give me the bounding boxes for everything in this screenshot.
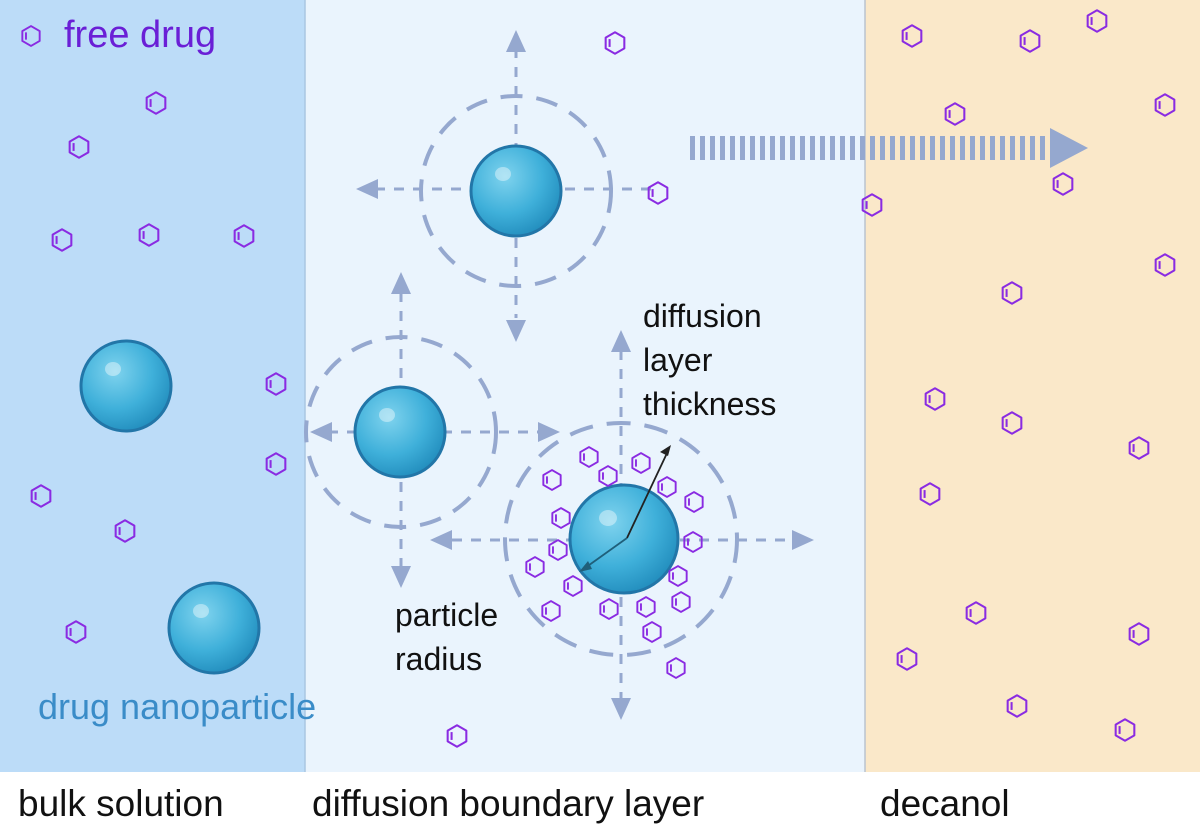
diffusion-layer-thickness-label: diffusion layer thickness xyxy=(643,294,776,426)
nanoparticle-sphere-middle xyxy=(353,385,447,479)
legend-free-drug-label: free drug xyxy=(64,14,217,56)
decanol-region xyxy=(865,0,1200,772)
annotation-line: thickness xyxy=(643,386,777,422)
diffusion-boundary-region xyxy=(305,0,865,772)
decanol-label: decanol xyxy=(880,783,1010,824)
thickness-radius-arrows xyxy=(579,445,671,572)
nanoparticle-sphere-bulk-lower xyxy=(167,581,261,675)
bulk-solution-label: bulk solution xyxy=(18,783,224,824)
annotation-line: diffusion xyxy=(643,298,762,334)
nanoparticle-sphere-top xyxy=(469,144,563,238)
nanoparticle-sphere-loaded xyxy=(568,483,680,595)
annotation-line: layer xyxy=(643,342,713,378)
annotation-line: particle xyxy=(395,597,499,633)
nanoparticle-sphere-bulk-upper xyxy=(79,339,173,433)
particle-radius-label: particle radius xyxy=(395,593,498,681)
legend-drug-nanoparticle-label: drug nanoparticle xyxy=(38,686,317,727)
annotation-line: radius xyxy=(395,641,483,677)
diffusion-boundary-layer-label: diffusion boundary layer xyxy=(312,783,705,824)
transfer-arrow xyxy=(690,128,1088,168)
